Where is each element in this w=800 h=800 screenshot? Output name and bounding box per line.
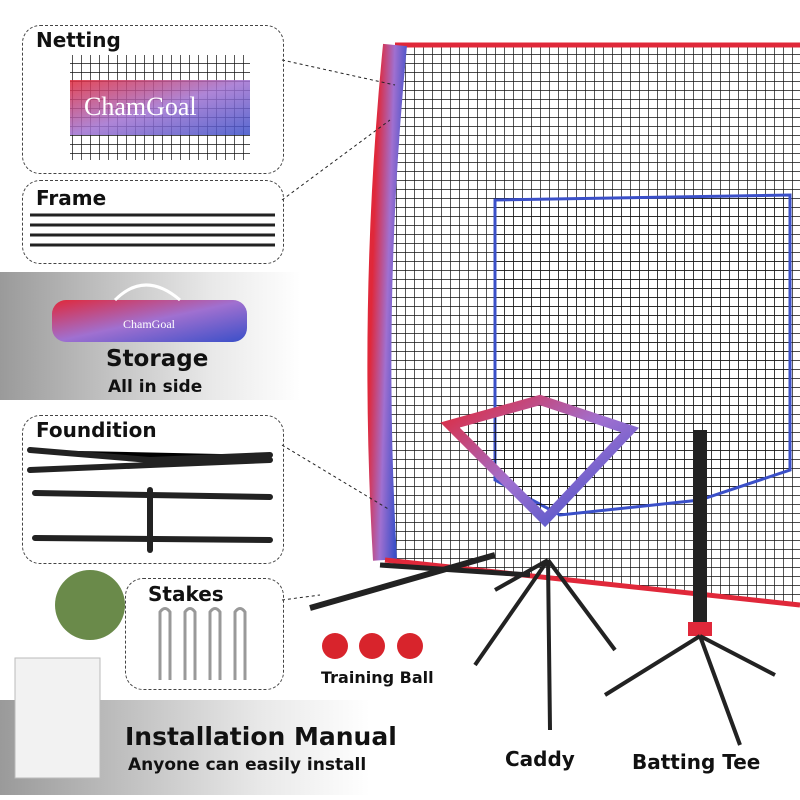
stakes-label: Stakes	[148, 582, 224, 606]
batting-tee-illustration	[603, 430, 776, 746]
caddy-illustration	[440, 394, 640, 731]
foundation-label: Foundition	[36, 418, 157, 442]
storage-brand: ChamGoal	[123, 317, 175, 331]
netting-box	[22, 25, 284, 174]
stakes-image	[158, 607, 247, 680]
main-net	[309, 42, 800, 611]
foundation-box	[22, 415, 284, 564]
training-balls	[322, 633, 423, 659]
netting-brand: ChamGoal	[84, 92, 197, 121]
frame-poles	[30, 213, 275, 247]
caddy-label: Caddy	[505, 747, 575, 771]
frame-box	[22, 180, 284, 264]
netting-image	[70, 55, 250, 160]
manual-booklet	[14, 657, 101, 779]
net-brand: ChamGoal	[340, 235, 356, 300]
netting-label: Netting	[36, 28, 121, 52]
frame-label: Frame	[36, 186, 107, 210]
leader-lines	[281, 59, 396, 601]
storage-label: Storage	[106, 346, 209, 372]
storage-subtitle: All in side	[108, 377, 203, 397]
stakes-box	[125, 578, 284, 690]
batting-tee-label: Batting Tee	[632, 750, 761, 774]
storage-bag	[52, 283, 247, 342]
manual-label: Installation Manual	[125, 722, 397, 751]
manual-subtitle: Anyone can easily install	[128, 755, 367, 775]
training-ball-label: Training Ball	[321, 668, 434, 687]
stakes-closeup	[55, 570, 125, 640]
foundation-poles	[27, 447, 273, 553]
